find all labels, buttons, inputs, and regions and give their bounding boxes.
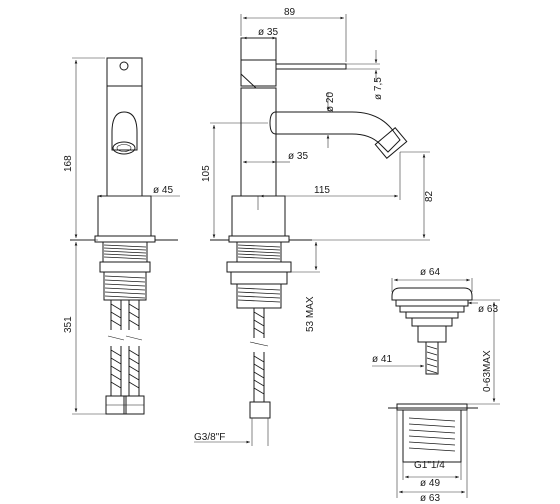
front-view: [70, 57, 178, 415]
dim-dia-20-label: ø 20: [325, 92, 336, 112]
dim-thread-g114-label: G1"1/4: [414, 460, 445, 471]
dim-0-63max-label: 0-63MAX: [482, 350, 493, 392]
dim-dia-35-top-label: ø 35: [258, 27, 278, 38]
dim-115-label: 115: [314, 185, 330, 196]
dim-53-max-label: 53 MAX: [305, 296, 316, 332]
waste-dimensions: ø 64 ø 63 ø 41 0-63MAX G1"1/4 ø 49 ø 63: [372, 267, 500, 504]
dim-dia-45-label: ø 45: [153, 185, 173, 196]
dim-dia-63-top-label: ø 63: [478, 304, 498, 315]
side-dimensions: 89 ø 35 ø 7,5 ø 20 ø 35 105 115 82: [194, 7, 435, 446]
dim-351-label: 351: [63, 316, 74, 333]
dim-89-label: 89: [284, 7, 296, 18]
dim-dia-63-bottom-label: ø 63: [420, 493, 440, 504]
dim-dia-49-label: ø 49: [420, 478, 440, 489]
dim-dia-35-body-label: ø 35: [288, 151, 308, 162]
side-view: [210, 37, 408, 419]
waste-drain-view: [388, 287, 478, 463]
handle-knob-icon: [119, 61, 129, 71]
front-dimensions: 168 351 ø 45: [63, 57, 180, 415]
dim-dia-7-5-label: ø 7,5: [373, 77, 384, 100]
dim-dia-41-label: ø 41: [372, 354, 392, 365]
dim-105-label: 105: [201, 165, 212, 182]
dim-dia-64-label: ø 64: [420, 267, 440, 278]
dim-168-label: 168: [63, 155, 74, 172]
dim-thread-g38-label: G3/8"F: [194, 432, 225, 443]
dim-82-label: 82: [424, 190, 435, 202]
